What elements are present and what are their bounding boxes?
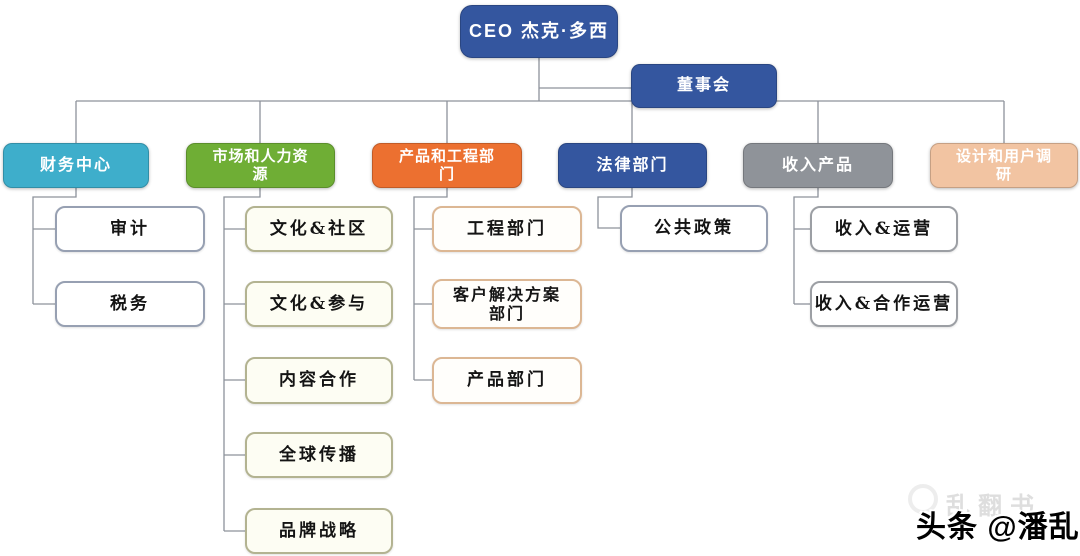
node-brand-strategy: 品牌战略 (245, 508, 393, 554)
node-culture-community: 文化&社区 (245, 206, 393, 252)
node-dept-design-research: 设计和用户调 研 (930, 143, 1078, 188)
node-dept-product-engineering: 产品和工程部 门 (372, 143, 522, 188)
node-public-policy: 公共政策 (620, 205, 768, 252)
node-dept-legal: 法律部门 (558, 143, 707, 188)
node-customer-solutions-dept: 客户解决方案 部门 (432, 279, 582, 329)
node-revenue-partner-operations: 收入&合作运营 (810, 281, 958, 327)
node-audit: 审计 (55, 206, 205, 252)
node-engineering-dept: 工程部门 (432, 206, 582, 252)
node-ceo: CEO 杰克·多西 (460, 5, 618, 58)
node-content-partnership: 内容合作 (245, 357, 393, 404)
node-culture-engagement: 文化&参与 (245, 281, 393, 327)
node-product-dept: 产品部门 (432, 357, 582, 404)
ghost-logo-icon (908, 484, 938, 514)
watermark-ghost: 乱翻书 (946, 493, 1042, 520)
node-dept-finance: 财务中心 (3, 143, 149, 188)
watermark-credit: 头条 @潘乱 (916, 511, 1080, 544)
node-global-communications: 全球传播 (245, 432, 393, 478)
node-board: 董事会 (631, 64, 777, 108)
node-dept-marketing-hr: 市场和人力资 源 (186, 143, 335, 188)
node-tax: 税务 (55, 281, 205, 327)
node-dept-revenue-product: 收入产品 (743, 143, 893, 188)
connector-group (32, 57, 1005, 532)
node-revenue-operations: 收入&运营 (810, 206, 958, 252)
